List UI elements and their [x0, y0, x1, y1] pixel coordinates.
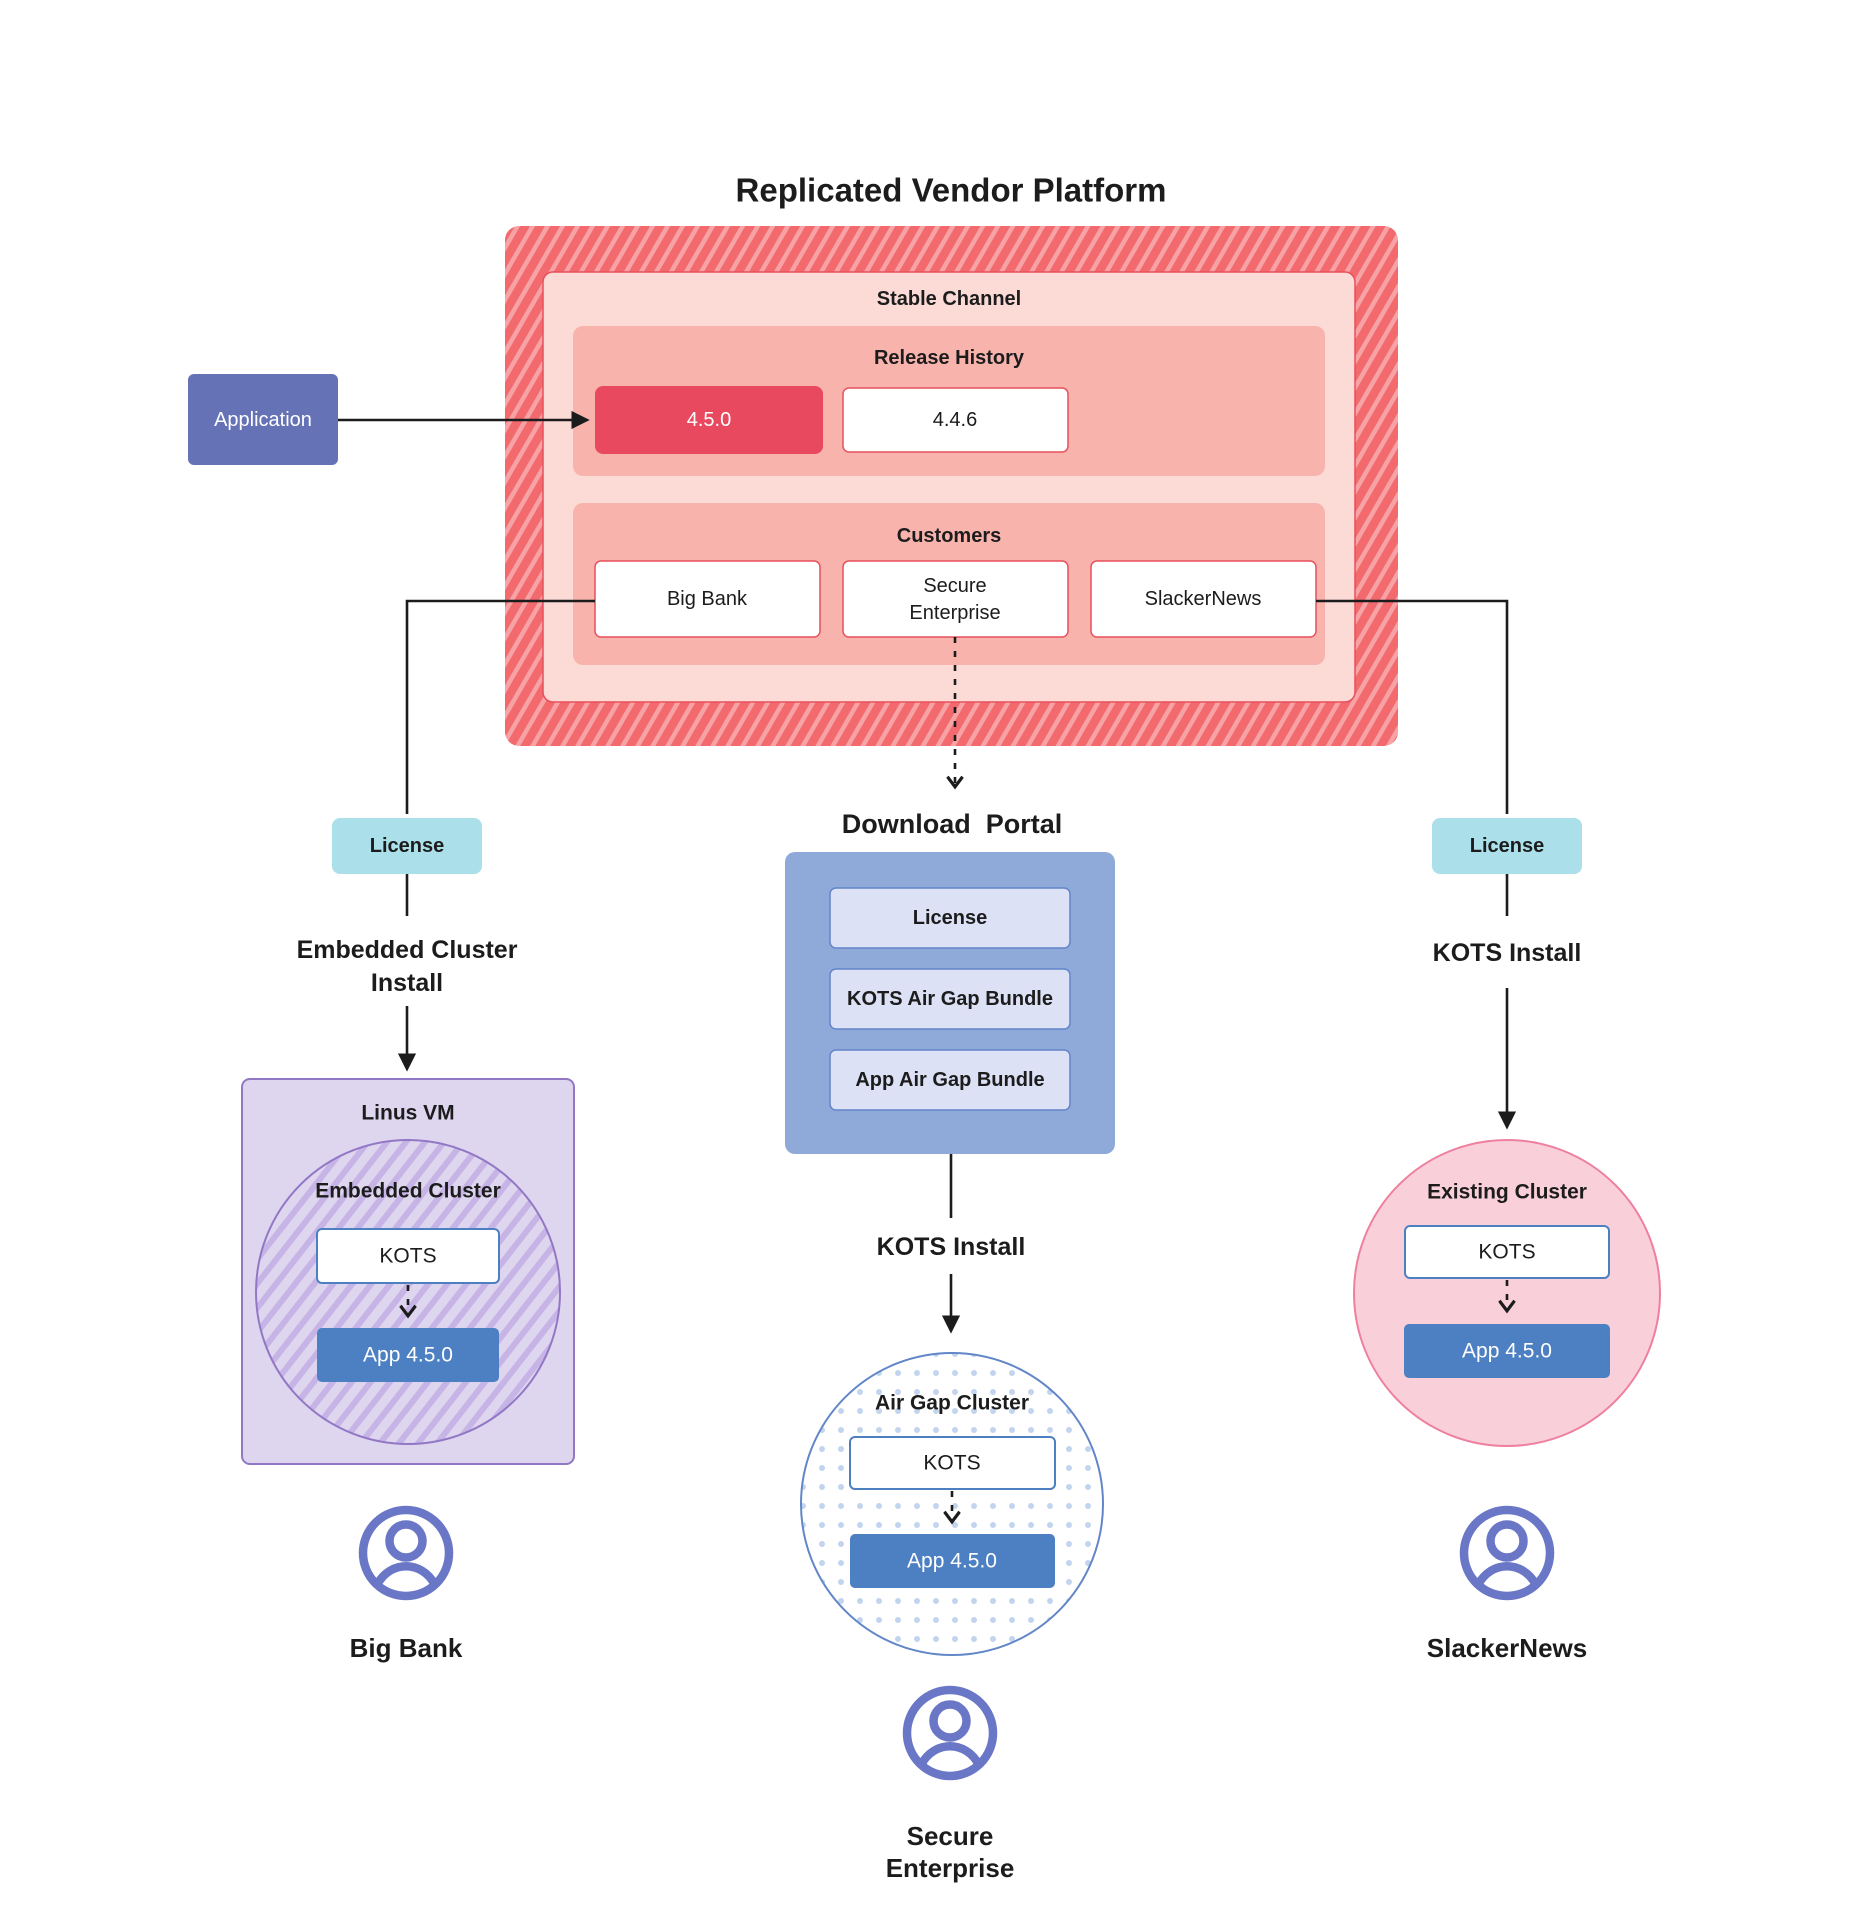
customer-big-bank-label: Big Bank [667, 588, 748, 610]
air-gap-cluster: Air Gap Cluster KOTS App 4.5.0 [800, 1352, 1104, 1656]
app-left-box[interactable] [317, 1328, 499, 1382]
secure-enterprise-persona-icon [907, 1690, 993, 1776]
customer-secure-enterprise-label-line1: Secure [923, 575, 986, 597]
license-left-label: License [370, 835, 444, 857]
customer-slackernews-box[interactable] [1090, 560, 1317, 638]
release-450-label: 4.5.0 [687, 409, 731, 431]
portal-license-box[interactable] [829, 887, 1071, 949]
kots-right-label: KOTS [1478, 1241, 1535, 1264]
secure-enterprise-persona-label-line2: Enterprise [886, 1853, 1015, 1883]
slackernews-persona-label: SlackerNews [1427, 1633, 1587, 1663]
app-right-box[interactable] [1404, 1324, 1610, 1378]
portal-app-bundle-label: App Air Gap Bundle [855, 1069, 1044, 1091]
portal-kots-bundle-box[interactable] [829, 968, 1071, 1030]
secure-enterprise-persona-label-line1: Secure [907, 1821, 994, 1851]
linus-vm-label: Linus VM [361, 1102, 454, 1125]
kots-install-middle-label: KOTS Install [877, 1233, 1026, 1261]
stable-channel-label: Stable Channel [877, 288, 1021, 310]
application-label: Application [214, 409, 312, 431]
app-right-label: App 4.5.0 [1462, 1340, 1552, 1363]
kots-left-box[interactable] [316, 1228, 500, 1284]
kots-middle-label: KOTS [923, 1452, 980, 1475]
kots-install-right-label: KOTS Install [1433, 939, 1582, 967]
kots-left-label: KOTS [379, 1245, 436, 1268]
release-446-label: 4.4.6 [933, 409, 977, 431]
customer-secure-enterprise-box[interactable] [842, 560, 1069, 638]
app-middle-box[interactable] [850, 1534, 1055, 1588]
download-portal-box: License KOTS Air Gap Bundle App Air Gap … [785, 852, 1115, 1154]
license-right-label: License [1470, 835, 1544, 857]
big-bank-persona-label: Big Bank [350, 1633, 463, 1663]
application-box[interactable] [188, 374, 338, 465]
app-middle-label: App 4.5.0 [907, 1550, 997, 1573]
embedded-cluster-label: Embedded Cluster [315, 1180, 501, 1203]
app-left-label: App 4.5.0 [363, 1344, 453, 1367]
customers-section: Customers Big Bank Secure Enterprise Sla… [573, 503, 1325, 665]
embedded-cluster-install-label-line2: Install [371, 969, 443, 997]
air-gap-cluster-label: Air Gap Cluster [875, 1392, 1029, 1415]
download-portal-title: Download Portal [842, 809, 1063, 839]
customers-label: Customers [897, 525, 1001, 547]
existing-cluster-label: Existing Cluster [1427, 1181, 1587, 1204]
portal-license-label: License [913, 907, 987, 929]
linus-vm-box: Linus VM Embedded Cluster KOTS App 4.5.0 [241, 1078, 575, 1465]
kots-right-box[interactable] [1404, 1225, 1610, 1279]
customer-slackernews-label: SlackerNews [1145, 588, 1262, 610]
release-history-section: Release History 4.5.0 4.4.6 [573, 326, 1325, 476]
existing-cluster: Existing Cluster KOTS App 4.5.0 [1353, 1139, 1661, 1447]
big-bank-persona-icon [363, 1510, 449, 1596]
release-446-box[interactable] [842, 387, 1069, 453]
release-450-box[interactable] [595, 386, 823, 454]
customer-big-bank-box[interactable] [594, 560, 821, 638]
diagram-title: Replicated Vendor Platform [736, 172, 1167, 209]
release-history-label: Release History [874, 347, 1025, 369]
slackernews-persona-icon [1464, 1510, 1550, 1596]
connector-slackernews-to-license [1316, 599, 1509, 814]
license-right-box[interactable] [1432, 818, 1582, 874]
embedded-cluster-install-label-line1: Embedded Cluster [297, 936, 518, 964]
stable-channel-box: Stable Channel Release History 4.5.0 4.4… [542, 271, 1356, 703]
connector-bigbank-to-license [405, 599, 595, 814]
customer-secure-enterprise-label-line2: Enterprise [909, 602, 1000, 624]
license-left-box[interactable] [332, 818, 482, 874]
portal-app-bundle-box[interactable] [829, 1049, 1071, 1111]
kots-middle-box[interactable] [849, 1436, 1056, 1490]
portal-kots-bundle-label: KOTS Air Gap Bundle [847, 988, 1053, 1010]
